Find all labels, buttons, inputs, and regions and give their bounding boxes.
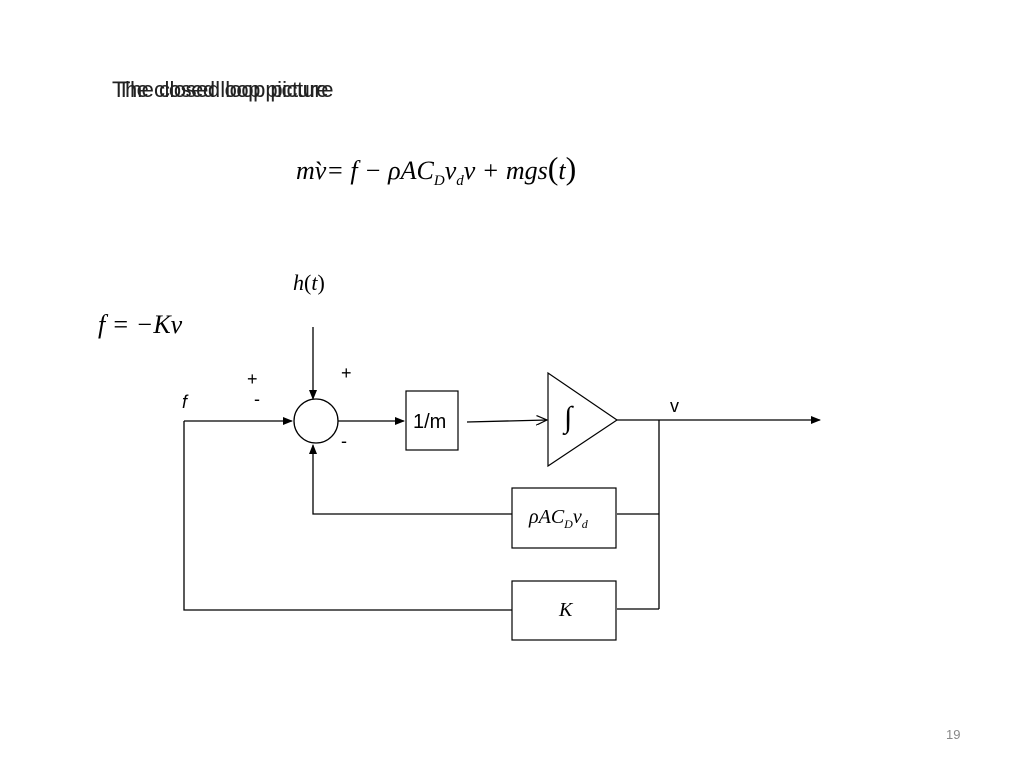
dynamics-equation: mv̀= f − ρACDvdv + mgs(t) xyxy=(296,150,577,189)
signal-v-label: v xyxy=(670,396,679,416)
sign-minus-left: - xyxy=(254,389,260,409)
gain-to-integrator-arrow xyxy=(466,420,547,422)
eq-rhs-a: = f − ρAC xyxy=(326,156,434,185)
drag-feedback-path xyxy=(309,444,512,515)
k-feedback-path xyxy=(183,421,512,611)
drag-prefix: ρAC xyxy=(529,506,565,528)
eq-sub-d: d xyxy=(456,173,464,189)
sign-minus-bottom: - xyxy=(341,431,347,451)
eq-v1: v xyxy=(444,156,457,185)
k-block xyxy=(511,580,617,641)
integral-icon: ∫ xyxy=(564,401,573,434)
control-law-equation: f = −Kv xyxy=(98,310,183,339)
summing-junction xyxy=(293,398,339,444)
eq-sub-D: D xyxy=(433,173,445,189)
eq-arg: t xyxy=(558,156,566,185)
drag-sub-d: d xyxy=(581,517,588,531)
integrator-block xyxy=(547,371,619,468)
drag-v: v xyxy=(572,506,582,528)
gain-block-label: 1/m xyxy=(413,411,447,433)
disturbance-arg: t xyxy=(311,270,318,295)
slide-title-overprint: The closed loop picture xyxy=(117,77,333,102)
drag-sub-D: D xyxy=(564,517,573,531)
disturbance-symbol: h xyxy=(293,270,304,295)
k-block-label: K xyxy=(559,599,573,621)
drag-block-label: ρACDvd xyxy=(529,506,588,532)
sign-plus-left: + xyxy=(247,369,258,389)
slide-title: The closed loop picture xyxy=(112,77,328,102)
sign-plus-top: + xyxy=(341,363,352,383)
signal-f-label: f xyxy=(182,392,188,412)
eq-lhs: mv̀ xyxy=(296,156,327,185)
eq-rhs-b: v + mgs xyxy=(463,156,548,185)
page-number: 19 xyxy=(946,727,961,742)
disturbance-label: h(t) xyxy=(293,270,325,295)
gain-block xyxy=(405,390,459,451)
drag-block xyxy=(511,487,617,549)
